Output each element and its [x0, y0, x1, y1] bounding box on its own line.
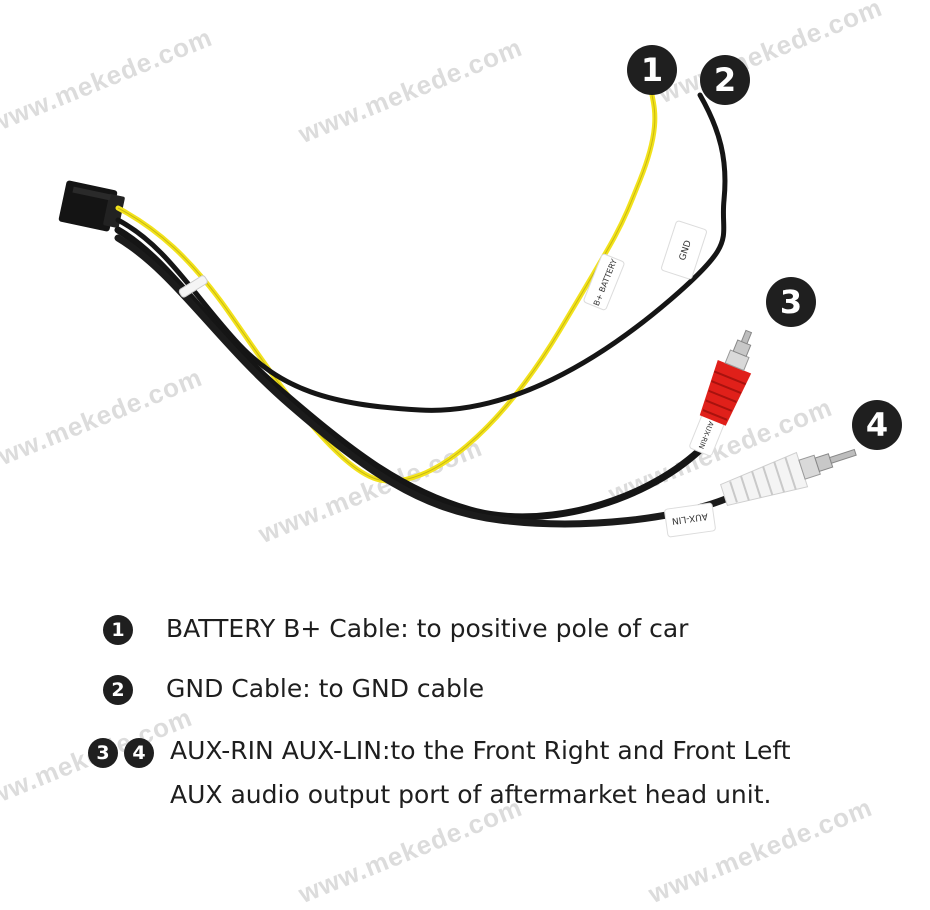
- red-rca-plug: AUX-RIN: [689, 329, 753, 457]
- battery-label: B+ BATTERY: [583, 253, 625, 311]
- callout-2-badge: 2: [700, 55, 750, 105]
- molex-connector: [58, 180, 125, 232]
- aux-lin-label-text: AUX-LIN: [671, 511, 708, 526]
- legend-3-badge: 3: [88, 738, 118, 768]
- legend-2-text: GND Cable: to GND cable: [166, 674, 485, 703]
- callout-1-badge: 1: [627, 45, 677, 95]
- callout-3-badge: 3: [766, 277, 816, 327]
- legend-3-4-text-line2: AUX audio output port of aftermarket hea…: [170, 780, 772, 809]
- aux-lin-label: AUX-LIN: [664, 502, 716, 538]
- legend-2-badge: 2: [103, 675, 133, 705]
- battery-wire: [115, 92, 658, 484]
- white-rca-plug: [719, 448, 857, 507]
- legend-3-4-text-line1: AUX-RIN AUX-LIN:to the Front Right and F…: [170, 736, 791, 765]
- watermark: www.mekede.com: [294, 791, 527, 909]
- legend-1-text: BATTERY B+ Cable: to positive pole of ca…: [166, 614, 689, 643]
- aux-rin-wire: [114, 226, 704, 521]
- legend-4-badge: 4: [124, 738, 154, 768]
- legend-1-badge: 1: [103, 615, 133, 645]
- zip-tie: [178, 275, 208, 298]
- aux-lin-wire: [114, 234, 739, 528]
- callout-4-badge: 4: [852, 400, 902, 450]
- cable-harness-illustration: B+ BATTERY GND AUX-RIN AUX-LIN: [58, 92, 857, 538]
- watermark: www.mekede.com: [644, 791, 877, 909]
- gnd-wire: [115, 92, 728, 413]
- gnd-label: GND: [661, 220, 707, 280]
